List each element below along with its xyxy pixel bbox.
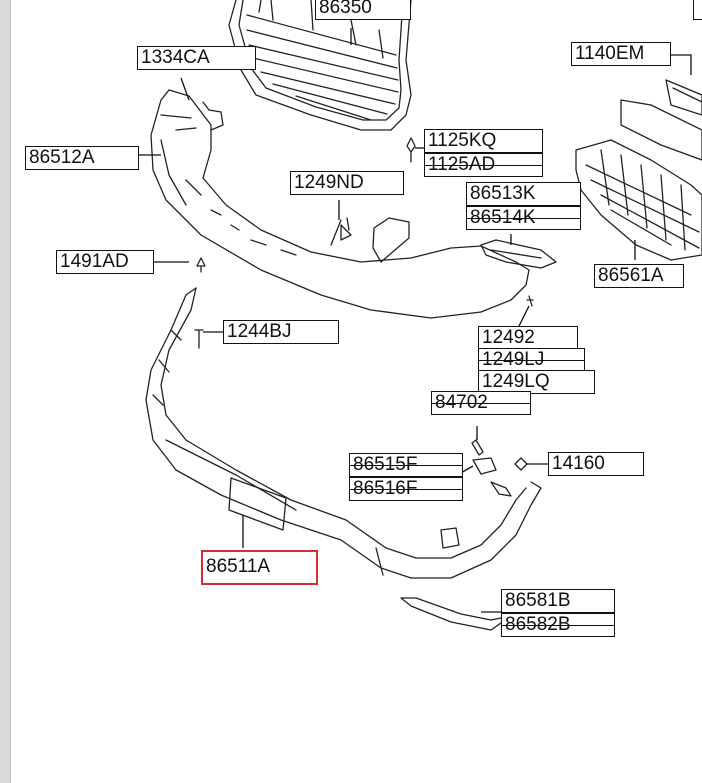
callout-1249LJ[interactable]: 1249LJ <box>478 348 585 372</box>
callout-86582B[interactable]: 86582B <box>501 613 615 637</box>
callout-1491AD[interactable]: 1491AD <box>56 250 154 274</box>
callout-1125AD[interactable]: 1125AD <box>424 153 543 177</box>
callout-86515F[interactable]: 86515F <box>349 453 463 477</box>
callout-1140EM[interactable]: 1140EM <box>571 42 671 66</box>
callout-86561A[interactable]: 86561A <box>594 264 684 288</box>
callout-86516F[interactable]: 86516F <box>349 477 463 501</box>
callout-86512A[interactable]: 86512A <box>25 146 139 170</box>
callout-84702[interactable]: 84702 <box>431 391 531 415</box>
left-gutter <box>0 0 11 783</box>
bracket-drawing <box>480 239 557 269</box>
callout-12492[interactable]: 12492 <box>478 326 578 350</box>
callout-1249LQ[interactable]: 1249LQ <box>478 370 595 394</box>
upper-bumper-drawing <box>150 89 530 319</box>
callout-1334CA[interactable]: 1334CA <box>137 46 256 70</box>
parts-diagram-canvas: 86350 1334CA 1140EM 86512A 1125KQ 1125AD… <box>11 0 702 783</box>
callout-86581B[interactable]: 86581B <box>501 589 615 613</box>
callout-1244BJ[interactable]: 1244BJ <box>223 320 339 344</box>
leader-1140EM <box>663 54 692 75</box>
callout-14160[interactable]: 14160 <box>548 452 644 476</box>
lower-bumper-drawing <box>145 287 542 579</box>
callout-86513K[interactable]: 86513K <box>466 182 581 206</box>
callout-edge-top-right <box>693 0 702 20</box>
leader-1334CA <box>180 77 190 101</box>
callout-1125KQ[interactable]: 1125KQ <box>424 129 543 153</box>
callout-86511A-selected[interactable]: 86511A <box>201 550 318 585</box>
parts-drawing <box>137 0 702 631</box>
callout-1249ND[interactable]: 1249ND <box>290 171 404 195</box>
callout-86350[interactable]: 86350 <box>315 0 411 20</box>
callout-86514K[interactable]: 86514K <box>466 206 581 230</box>
fog-grille-drawing <box>575 79 702 261</box>
